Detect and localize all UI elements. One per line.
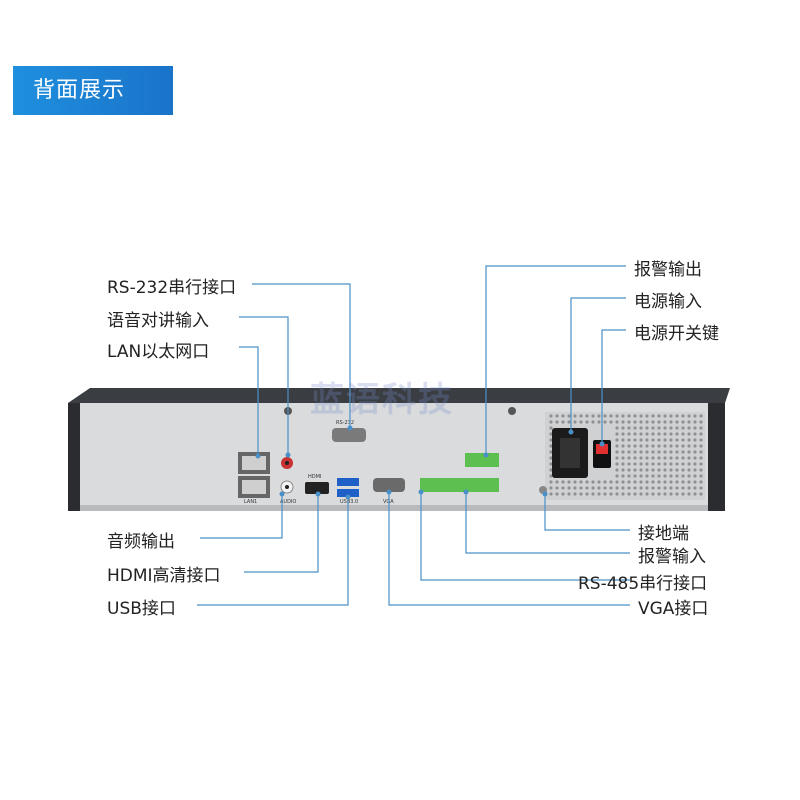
- device-left-edge: [68, 403, 80, 511]
- hdmi-text: HDMI: [308, 474, 321, 480]
- label-audio-out: 音频输出: [107, 532, 175, 552]
- rs232-text: RS-232: [336, 420, 354, 426]
- label-rs232: RS-232串行接口: [107, 278, 237, 298]
- usb-ports: [337, 478, 359, 497]
- callout-lines: [197, 265, 630, 606]
- audio-text: AUDIO: [280, 499, 296, 505]
- vga-port: [373, 478, 405, 492]
- usb-text: USB3.0: [340, 499, 358, 505]
- power-inlet: [552, 428, 588, 478]
- lan-ports: [238, 452, 270, 498]
- label-vga: VGA接口: [638, 599, 709, 619]
- terminal-blocks: [420, 453, 499, 492]
- lan1-text: LAN1: [244, 499, 257, 505]
- label-lan: LAN以太网口: [107, 342, 210, 362]
- callout-dots: [255, 425, 605, 500]
- label-usb: USB接口: [107, 599, 176, 619]
- label-alarm-in: 报警输入: [638, 547, 706, 567]
- rs232-port: [332, 428, 366, 442]
- watermark-text: 蓝语科技: [310, 380, 454, 420]
- power-switch: [593, 440, 611, 468]
- label-hdmi: HDMI高清接口: [107, 566, 221, 586]
- label-audio-in: 语音对讲输入: [107, 311, 209, 331]
- audio-jacks: [280, 457, 294, 494]
- screw-icon: [508, 407, 516, 415]
- label-power-switch: 电源开关键: [634, 324, 719, 344]
- device-bottom-strip: [80, 505, 708, 511]
- device-top-edge: [68, 388, 730, 403]
- label-rs485: RS-485串行接口: [578, 574, 708, 594]
- page-title-banner: 背面展示: [13, 66, 173, 115]
- label-alarm-out: 报警输出: [634, 260, 702, 280]
- label-power-in: 电源输入: [634, 292, 702, 312]
- hdmi-port: [305, 482, 329, 494]
- device-right-edge: [708, 403, 725, 511]
- label-ground: 接地端: [638, 524, 689, 544]
